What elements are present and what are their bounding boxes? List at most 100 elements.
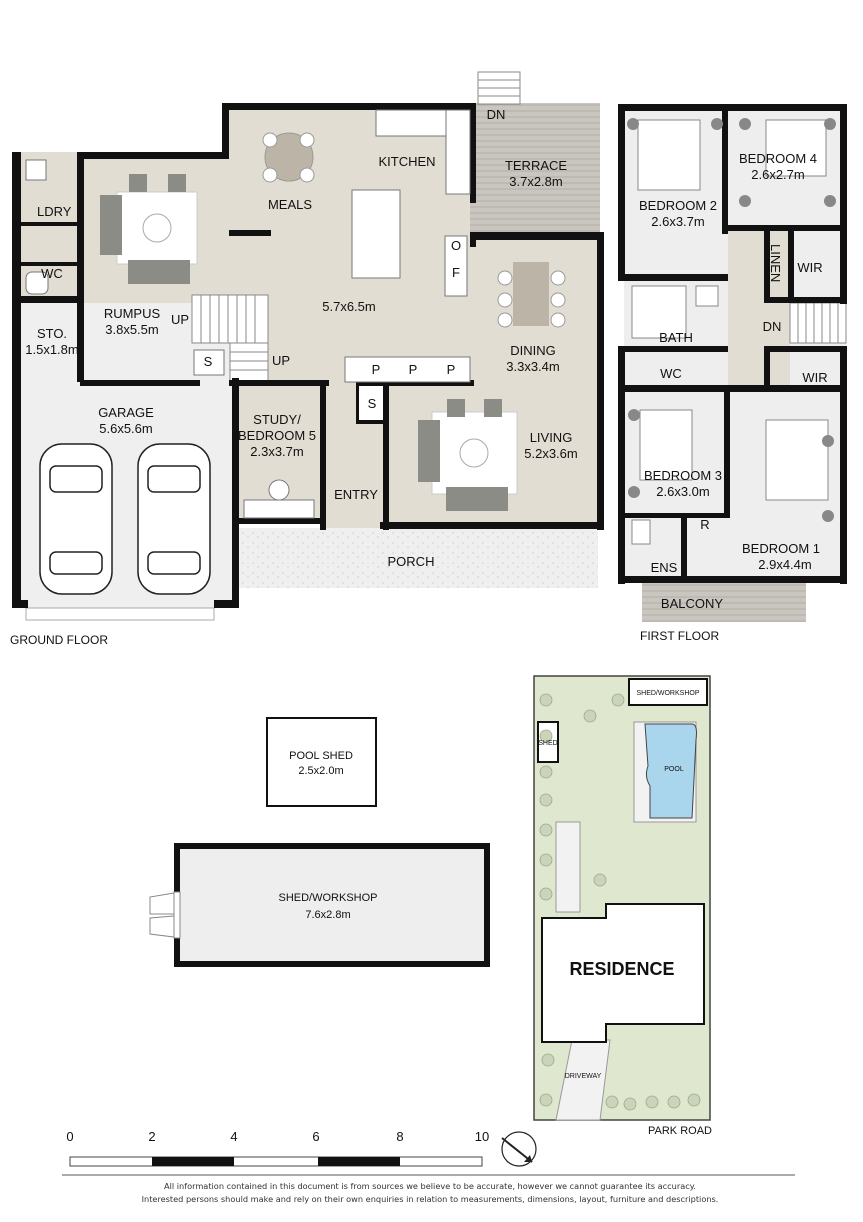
scale-bar-segment-2-4 [152, 1157, 234, 1166]
living-furniture [418, 399, 518, 511]
scale-bar-segment-6-8 [318, 1157, 400, 1166]
porch-floor [238, 528, 598, 588]
terrace-deck [470, 103, 600, 233]
rumpus-label: RUMPUS [104, 306, 161, 321]
pantry-label-3: P [447, 362, 456, 377]
first-floor-plan: BEDROOM 2 2.6x3.7m BEDROOM 4 2.6x2.7m LI… [618, 104, 847, 643]
scale-label-4: 4 [230, 1129, 237, 1144]
bath-label: BATH [659, 330, 693, 345]
living-size: 5.2x3.6m [524, 446, 577, 461]
site-residence-label: RESIDENCE [569, 959, 674, 979]
shed-workshop-doors [149, 891, 181, 939]
entry-storage-label: S [368, 396, 377, 411]
pantry-label-1: P [372, 362, 381, 377]
site-driveway-label: DRIVEWAY [565, 1073, 602, 1080]
ensuite-label: ENS [651, 560, 678, 575]
dining-label: DINING [510, 343, 556, 358]
first-floor-furniture [631, 119, 829, 545]
outbuildings: POOL SHED 2.5x2.0m SHED/WORKSHOP 7.6x2.8… [149, 717, 490, 967]
bedroom4-label: BEDROOM 4 [739, 151, 817, 166]
site-shed-workshop [628, 678, 708, 706]
stair-up-label: UP [171, 312, 189, 327]
scale-label-0: 0 [66, 1129, 73, 1144]
bedroom1-size: 2.9x4.4m [758, 557, 811, 572]
kitchen-size: 5.7x6.5m [322, 299, 375, 314]
garage-apron [25, 607, 215, 621]
first-floor-walls [618, 104, 847, 584]
shed-workshop-label: SHED/WORKSHOP [278, 892, 377, 904]
first-floor-stair [789, 302, 847, 344]
bedroom3-size: 2.6x3.0m [656, 484, 709, 499]
porch-label: PORCH [388, 554, 435, 569]
disclaimer-line-1: All information contained in this docume… [164, 1181, 696, 1191]
terrace-steps [477, 71, 521, 105]
site-trees [539, 693, 701, 1111]
site-residence [541, 903, 705, 1043]
site-plan: SHED/WORKSHOP SHED POOL RESIDENCE DRIVEW… [533, 675, 712, 1137]
scale-label-10: 10 [475, 1129, 489, 1144]
hall-floor [728, 230, 790, 388]
balcony-label: BALCONY [661, 596, 723, 611]
wir1-label: WIR [797, 260, 822, 275]
terrace-dn-label: DN [487, 107, 506, 122]
kitchen-fixtures [193, 109, 471, 383]
first-floor-wc-label: WC [660, 366, 682, 381]
first-floor-lamps [627, 118, 836, 522]
street-name: PARK ROAD [648, 1125, 712, 1137]
shed-workshop-outline [174, 843, 490, 967]
meals-table [262, 132, 315, 183]
disclaimer-line-2: Interested persons should make and rely … [141, 1194, 719, 1204]
site-shed-workshop-label: SHED/WORKSHOP [636, 690, 699, 697]
first-floor-title: FIRST FLOOR [640, 629, 719, 643]
study-desk [243, 479, 315, 519]
pool-shape [644, 723, 697, 819]
scale-bar: 0 2 4 6 8 10 [62, 1129, 795, 1176]
robe-label: R [700, 517, 709, 532]
scale-bar-outline [69, 1156, 483, 1167]
driveway-path [555, 1039, 611, 1121]
study-size: 2.3x3.7m [250, 444, 303, 459]
shed-workshop-size: 7.6x2.8m [305, 909, 350, 921]
garage-cars [39, 443, 211, 595]
pool-shed-label: POOL SHED [289, 750, 353, 762]
study-label: STUDY/ [253, 412, 301, 427]
terrace-size: 3.7x2.8m [509, 174, 562, 189]
pool-shed-size: 2.5x2.0m [298, 765, 343, 777]
study-label-line2: BEDROOM 5 [238, 428, 316, 443]
storage-label: S [204, 354, 213, 369]
sto-label: STO. [37, 326, 67, 341]
wir2-label: WIR [802, 370, 827, 385]
rumpus-size: 3.8x5.5m [105, 322, 158, 337]
bedroom3-label: BEDROOM 3 [644, 468, 722, 483]
dining-size: 3.3x3.4m [506, 359, 559, 374]
ldry-label: LDRY [37, 204, 72, 219]
rumpus-furniture [100, 174, 198, 284]
entry-storage [359, 386, 383, 420]
living-label: LIVING [530, 430, 573, 445]
garage-label: GARAGE [98, 405, 154, 420]
wc-label: WC [41, 266, 63, 281]
north-arrow-icon [501, 1131, 537, 1167]
sto-size: 1.5x1.8m [25, 342, 78, 357]
scale-label-2: 2 [148, 1129, 155, 1144]
pool-shed-outline [266, 717, 377, 807]
dining-table [497, 262, 566, 328]
scale-label-6: 6 [312, 1129, 319, 1144]
oven-label: O [451, 238, 461, 253]
entry-label: ENTRY [334, 487, 378, 502]
meals-label: MEALS [268, 197, 312, 212]
balcony-deck [642, 580, 806, 622]
stair-up-label-2: UP [272, 353, 290, 368]
side-path [555, 821, 581, 913]
site-shed-label: SHED [538, 740, 557, 747]
laundry-fixtures [25, 159, 49, 295]
bedroom2-label: BEDROOM 2 [639, 198, 717, 213]
bedroom4-size: 2.6x2.7m [751, 167, 804, 182]
kitchen-label: KITCHEN [378, 154, 435, 169]
scale-label-8: 8 [396, 1129, 403, 1144]
rumpus-stair [191, 294, 269, 382]
terrace-label: TERRACE [505, 158, 567, 173]
ground-floor-title: GROUND FLOOR [10, 633, 108, 647]
linen-label: LINEN [768, 244, 783, 282]
